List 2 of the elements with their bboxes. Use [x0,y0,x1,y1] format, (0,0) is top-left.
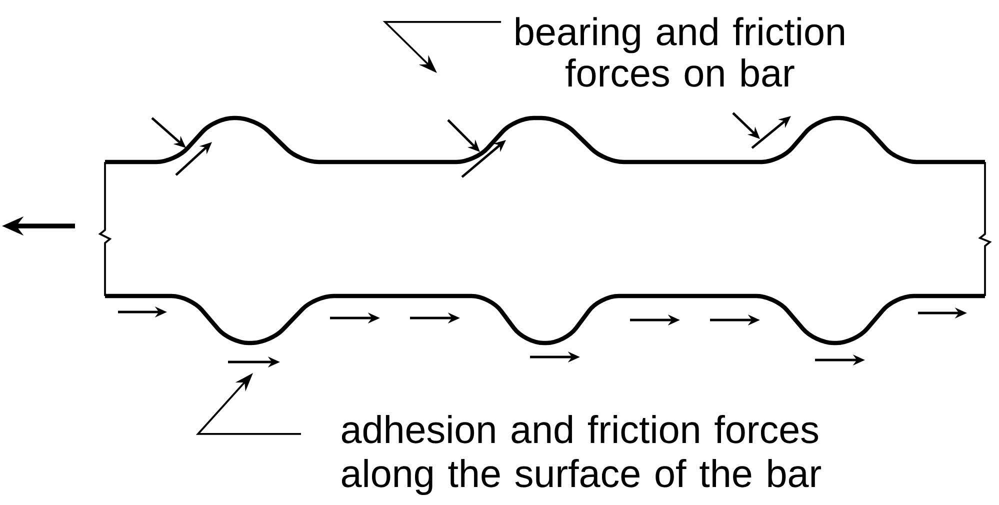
callout-text: bearing and friction forces on bar [516,17,844,87]
callout-text: adhesion and friction forces along the surface of the bar [342,414,822,496]
